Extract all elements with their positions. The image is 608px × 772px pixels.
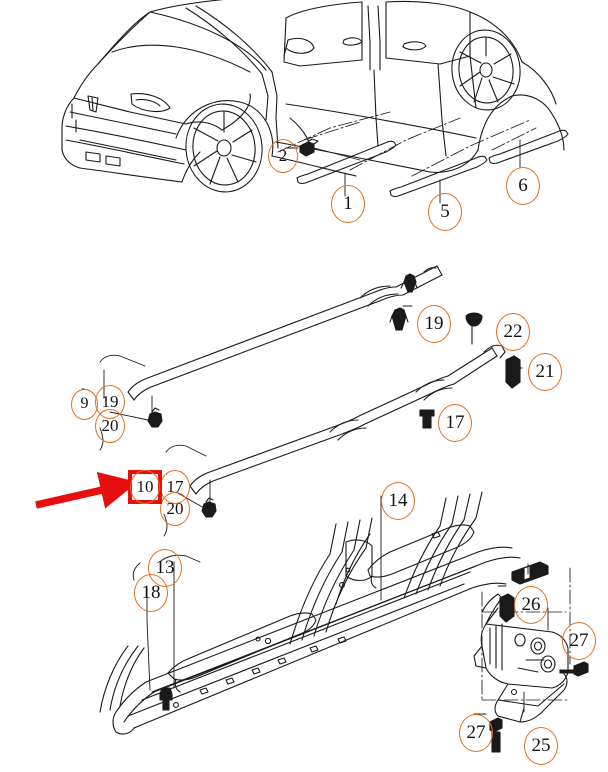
callout-number: 20 bbox=[101, 415, 119, 435]
callout-number: 26 bbox=[521, 593, 541, 615]
callout-number: 19 bbox=[101, 391, 119, 411]
callout-balloon-19[interactable]: 19 bbox=[417, 305, 451, 343]
callout-balloon-26[interactable]: 26 bbox=[514, 586, 548, 624]
callout-balloon-21[interactable]: 21 bbox=[528, 353, 562, 391]
leader-lines-top bbox=[285, 139, 521, 204]
callout-number: 21 bbox=[535, 360, 555, 382]
callout-number: 19 bbox=[424, 312, 444, 334]
callout-balloon-2[interactable]: 2 bbox=[268, 139, 298, 173]
callout-balloon-9[interactable]: 9 bbox=[71, 389, 98, 420]
callout-balloon-5[interactable]: 5 bbox=[428, 193, 462, 231]
callout-number: 14 bbox=[388, 489, 408, 511]
construction-lines-top bbox=[277, 111, 537, 177]
callout-number: 5 bbox=[440, 200, 450, 222]
callout-number: 25 bbox=[531, 734, 551, 756]
callout-number: 27 bbox=[466, 721, 486, 743]
callout-number: 6 bbox=[518, 174, 528, 196]
callout-number: 20 bbox=[166, 498, 184, 518]
callout-balloon-17[interactable]: 17 bbox=[438, 404, 472, 442]
callout-balloon-14[interactable]: 14 bbox=[381, 482, 415, 520]
highlighted-callout-box[interactable]: 10 bbox=[128, 470, 162, 504]
callout-balloon-6[interactable]: 6 bbox=[506, 167, 540, 205]
callout-balloon-27[interactable]: 27 bbox=[562, 622, 596, 660]
callout-number: 17 bbox=[166, 476, 184, 496]
callout-number: 17 bbox=[445, 411, 465, 433]
callout-balloon-10[interactable]: 10 bbox=[130, 470, 160, 504]
callout-number: 1 bbox=[343, 192, 353, 214]
callout-number: 9 bbox=[80, 394, 89, 412]
upper-rail-assembly bbox=[127, 265, 443, 428]
callout-balloon-22[interactable]: 22 bbox=[496, 313, 530, 351]
callout-balloon-18[interactable]: 18 bbox=[134, 574, 168, 612]
callout-balloon-20[interactable]: 20 bbox=[160, 492, 190, 526]
callout-number: 18 bbox=[141, 581, 161, 603]
callout-number: 27 bbox=[569, 629, 589, 651]
callout-balloon-1[interactable]: 1 bbox=[331, 185, 365, 223]
vehicle-illustration bbox=[61, 0, 565, 193]
callout-balloon-27[interactable]: 27 bbox=[459, 714, 493, 752]
sill-panel-assembly bbox=[99, 491, 521, 735]
callout-balloon-20[interactable]: 20 bbox=[95, 409, 125, 443]
callout-balloon-25[interactable]: 25 bbox=[524, 727, 558, 765]
callout-number: 2 bbox=[278, 145, 288, 165]
callout-number: 22 bbox=[503, 320, 523, 342]
callout-number: 13 bbox=[155, 556, 175, 578]
jack-bracket-assembly bbox=[473, 561, 589, 753]
callout-number: 10 bbox=[136, 476, 154, 496]
